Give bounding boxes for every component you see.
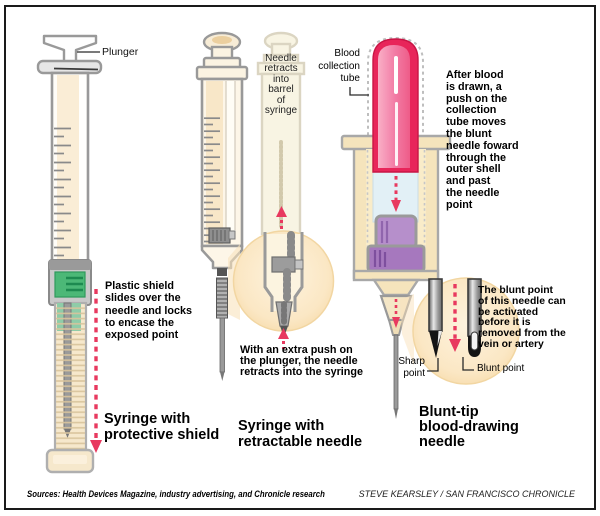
plunger-tip	[208, 227, 236, 244]
sharp-needle	[428, 278, 443, 358]
retract-up-arrows	[276, 206, 289, 349]
blunt-point-label: Blunt point	[477, 363, 525, 374]
syringe-protective-shield	[36, 34, 103, 474]
syringe-retractable	[195, 31, 249, 381]
retract-barrel-note: Needle retracts into barrel of syringe	[264, 53, 298, 117]
sharp-point-label: Sharp point	[398, 356, 425, 379]
retract-title: Syringe with retractable needle	[238, 418, 363, 450]
shield-title: Syringe with protective shield	[104, 411, 220, 443]
footer-credit: STEVE KEARSLEY / SAN FRANCISCO CHRONICLE	[358, 489, 575, 499]
blunt-needle	[467, 278, 482, 357]
blood-collection-tube	[372, 38, 419, 173]
magnifier-inset-retraction	[228, 230, 335, 337]
blood-draw-title: Blunt-tip blood-drawing needle	[419, 404, 519, 450]
magnifier-inset-needle-tips	[400, 277, 520, 385]
blood-collection-tube-label: Blood collection tube	[318, 48, 360, 85]
plastic-shield-tube	[45, 301, 95, 474]
plunger-label: Plunger	[102, 46, 139, 58]
blood-draw-device	[340, 36, 452, 419]
retract-annotation: With an extra push on the plunger, the n…	[240, 344, 363, 378]
label-connectors	[77, 51, 474, 372]
purple-hub	[366, 214, 426, 273]
blood-draw-annotation: After blood is drawn, a push on the coll…	[446, 69, 519, 211]
shield-annotation: Plastic shield slides over the needle an…	[105, 280, 193, 342]
blunt-point-note: The blunt point of this needle can be ac…	[478, 285, 566, 350]
shield-slide-arrow	[90, 289, 102, 453]
shield-lock-collar	[48, 259, 92, 306]
footer-sources: Sources: Health Devices Magazine, indust…	[27, 489, 325, 500]
